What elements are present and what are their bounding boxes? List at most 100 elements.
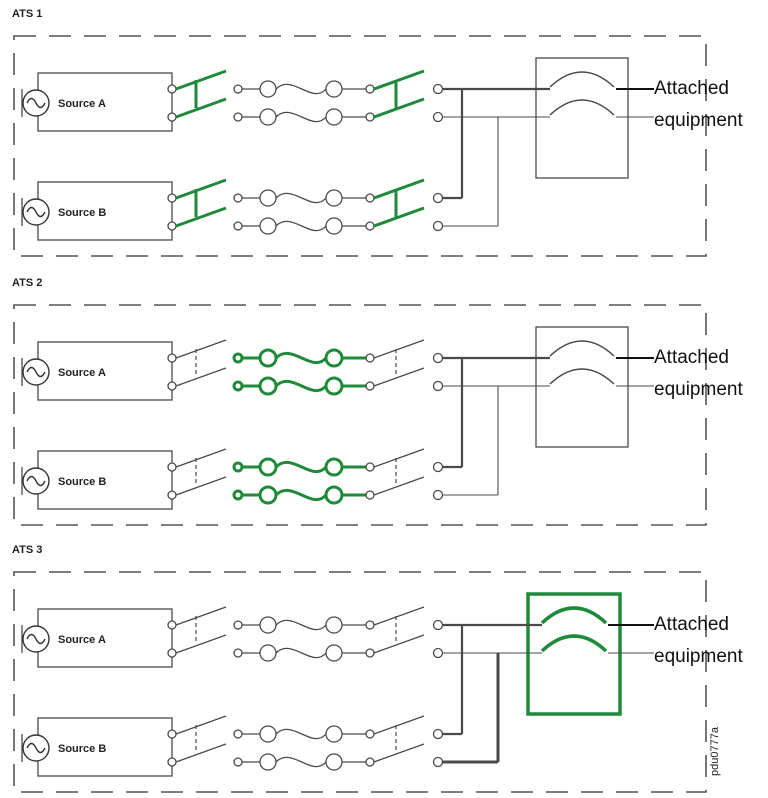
switch-blade	[373, 367, 425, 387]
terminal-dot	[365, 462, 375, 472]
switch-blade	[373, 339, 425, 359]
equipment-label-line1: Attached	[654, 347, 729, 368]
switch-blade	[175, 178, 227, 200]
fuse-end	[259, 80, 277, 98]
source-box	[37, 450, 173, 510]
sine-wave-icon	[26, 742, 46, 754]
source-a: Source A	[21, 341, 173, 401]
branch-b-line-1	[167, 178, 444, 207]
load-box	[535, 326, 629, 448]
fuse-element	[274, 488, 328, 502]
fuse-end	[325, 108, 343, 126]
breaker-contact-arc	[540, 606, 608, 625]
output-terminal	[432, 111, 444, 123]
ats-title: ATS 2	[12, 277, 42, 289]
equipment-label-line2: equipment	[654, 379, 743, 400]
source-label: Source A	[58, 367, 106, 379]
terminal-dot	[233, 648, 243, 658]
breaker-contact-arc	[549, 340, 615, 357]
equipment-label-line2: equipment	[654, 646, 743, 667]
switch-blade	[175, 476, 227, 496]
switch-blade	[373, 206, 425, 228]
terminal-dot	[233, 84, 243, 94]
terminal-dot	[167, 84, 177, 94]
fuse-element	[274, 379, 328, 393]
terminal-dot	[233, 729, 243, 739]
equipment-label-line1: Attached	[654, 78, 729, 99]
equipment-label-line1: Attached	[654, 614, 729, 635]
fuse-element	[274, 460, 328, 474]
switch-blade	[373, 448, 425, 468]
fuse-end	[258, 348, 278, 368]
source-box	[37, 717, 173, 777]
switch-blade	[175, 69, 227, 91]
load-breaker	[535, 326, 629, 448]
switch-blade	[175, 634, 227, 654]
terminal-dot	[365, 84, 375, 94]
terminal-dot	[232, 380, 244, 392]
switch-blade	[373, 743, 425, 763]
sine-wave-icon	[26, 97, 46, 109]
output-terminal	[432, 647, 444, 659]
terminal-dot	[232, 352, 244, 364]
terminal-dot	[365, 221, 375, 231]
branch-a-line-2	[167, 634, 444, 662]
source-a: Source A	[21, 72, 173, 132]
source-box	[37, 608, 173, 668]
fuse-end	[325, 189, 343, 207]
load-breaker	[535, 57, 629, 179]
terminal-dot	[167, 112, 177, 122]
terminal-dot	[167, 620, 177, 630]
switch-blade	[175, 448, 227, 468]
branch-a-line-1	[167, 69, 444, 98]
terminal-dot	[167, 729, 177, 739]
terminal-dot	[232, 489, 244, 501]
branch-b-line-1	[167, 448, 444, 477]
branch-a-line-1	[167, 606, 444, 634]
fuse-element	[275, 619, 327, 631]
equipment-label-line2: equipment	[654, 110, 743, 131]
switch-blade	[175, 367, 227, 387]
load-box	[526, 592, 622, 716]
branch-b-line-1	[167, 715, 444, 743]
ats-title: ATS 1	[12, 8, 42, 20]
breaker-contact-arc	[549, 71, 615, 88]
fuse-end	[258, 376, 278, 396]
switch-blade	[175, 97, 227, 119]
terminal-dot	[365, 112, 375, 122]
switch-blade	[373, 97, 425, 119]
sine-wave-icon	[26, 475, 46, 487]
fuse-end	[325, 753, 343, 771]
switch-blade	[373, 476, 425, 496]
output-terminal	[432, 192, 444, 204]
source-a: Source A	[21, 608, 173, 668]
sine-wave-icon	[26, 633, 46, 645]
terminal-dot	[167, 353, 177, 363]
switch-blade	[373, 606, 425, 626]
terminal-dot	[365, 620, 375, 630]
source-b: Source B	[21, 717, 173, 777]
fuse-end	[259, 189, 277, 207]
output-terminal	[432, 461, 444, 473]
fuse-end	[325, 80, 343, 98]
fuse-end	[324, 348, 344, 368]
fuse-element	[275, 728, 327, 740]
terminal-dot	[365, 490, 375, 500]
terminal-dot	[167, 193, 177, 203]
fuse-end	[325, 616, 343, 634]
fuse-end	[325, 644, 343, 662]
load-breaker	[526, 592, 622, 716]
output-terminal	[432, 220, 444, 232]
source-label: Source B	[58, 207, 106, 219]
sine-wave-icon	[26, 206, 46, 218]
ats-title: ATS 3	[12, 544, 42, 556]
switch-blade	[373, 69, 425, 91]
fuse-end	[259, 644, 277, 662]
output-terminal	[432, 352, 444, 364]
fuse-end	[324, 485, 344, 505]
fuse-element	[274, 351, 328, 365]
fuse-end	[259, 108, 277, 126]
breaker-contact-arc	[549, 368, 615, 385]
breaker-contact-arc	[540, 634, 608, 653]
